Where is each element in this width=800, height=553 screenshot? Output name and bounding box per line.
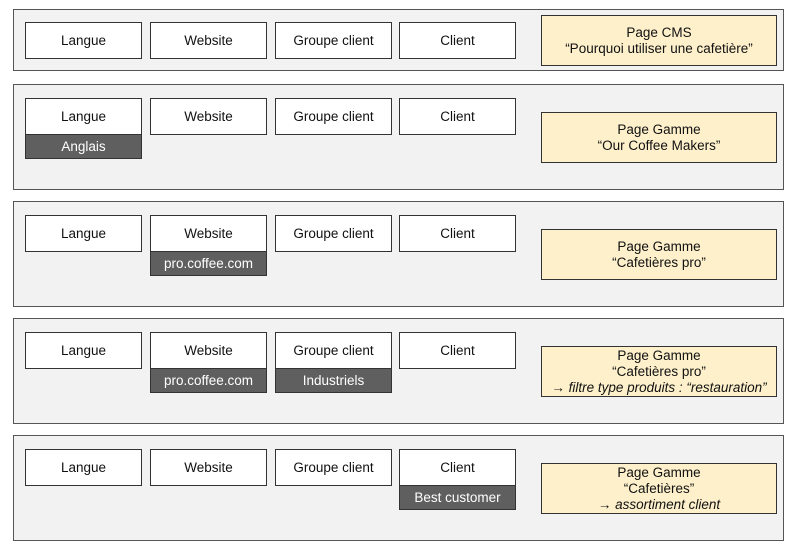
website-box: Website <box>150 215 267 252</box>
langue-box: Langue <box>25 449 142 486</box>
langue-box: Langue <box>25 332 142 369</box>
result-note: → assortiment client <box>597 496 721 512</box>
scenario-panel-2: Langue Anglais Website Groupe client Cli… <box>13 84 784 190</box>
result-type: Page Gamme <box>617 121 701 137</box>
client-value-tag: Best customer <box>399 485 516 510</box>
scenario-panel-3: Langue Website pro.coffee.com Groupe cli… <box>13 201 784 307</box>
result-type: Page Gamme <box>617 464 701 480</box>
result-type: Page CMS <box>626 24 692 40</box>
result-title: “Cafetières pro” <box>612 254 706 270</box>
client-box: Client <box>399 215 516 252</box>
result-page-box: Page Gamme “Cafetières” → assortiment cl… <box>541 463 777 514</box>
website-box: Website <box>150 98 267 135</box>
result-title: “Pourquoi utiliser une cafetière” <box>565 40 753 56</box>
scenario-panel-5: Langue Website Groupe client Client Best… <box>13 435 784 541</box>
result-page-box: Page Gamme “Cafetières pro” <box>541 229 777 280</box>
groupe-client-box: Groupe client <box>275 22 392 59</box>
result-page-box: Page CMS “Pourquoi utiliser une cafetièr… <box>541 15 777 66</box>
result-page-box: Page Gamme “Our Coffee Makers” <box>541 112 777 163</box>
website-value-tag: pro.coffee.com <box>150 251 267 276</box>
result-title: “Cafetières pro” <box>612 363 706 379</box>
client-box: Client <box>399 22 516 59</box>
result-type: Page Gamme <box>617 238 701 254</box>
result-page-box: Page Gamme “Cafetières pro” → filtre typ… <box>541 346 777 397</box>
groupe-client-value-tag: Industriels <box>275 368 392 393</box>
langue-box: Langue <box>25 98 142 135</box>
website-box: Website <box>150 22 267 59</box>
scenario-panel-1: Langue Website Groupe client Client Page… <box>13 9 784 71</box>
groupe-client-box: Groupe client <box>275 215 392 252</box>
result-type: Page Gamme <box>617 347 701 363</box>
client-box: Client <box>399 98 516 135</box>
client-box: Client <box>399 449 516 486</box>
result-title: “Cafetières” <box>623 480 695 496</box>
langue-box: Langue <box>25 215 142 252</box>
scenario-panel-4: Langue Website pro.coffee.com Groupe cli… <box>13 318 784 424</box>
result-title: “Our Coffee Makers” <box>597 137 721 153</box>
langue-value-tag: Anglais <box>25 134 142 159</box>
groupe-client-box: Groupe client <box>275 98 392 135</box>
website-box: Website <box>150 332 267 369</box>
groupe-client-box: Groupe client <box>275 332 392 369</box>
website-box: Website <box>150 449 267 486</box>
result-note: → filtre type produits : “restauration” <box>551 379 767 395</box>
website-value-tag: pro.coffee.com <box>150 368 267 393</box>
groupe-client-box: Groupe client <box>275 449 392 486</box>
langue-box: Langue <box>25 22 142 59</box>
client-box: Client <box>399 332 516 369</box>
